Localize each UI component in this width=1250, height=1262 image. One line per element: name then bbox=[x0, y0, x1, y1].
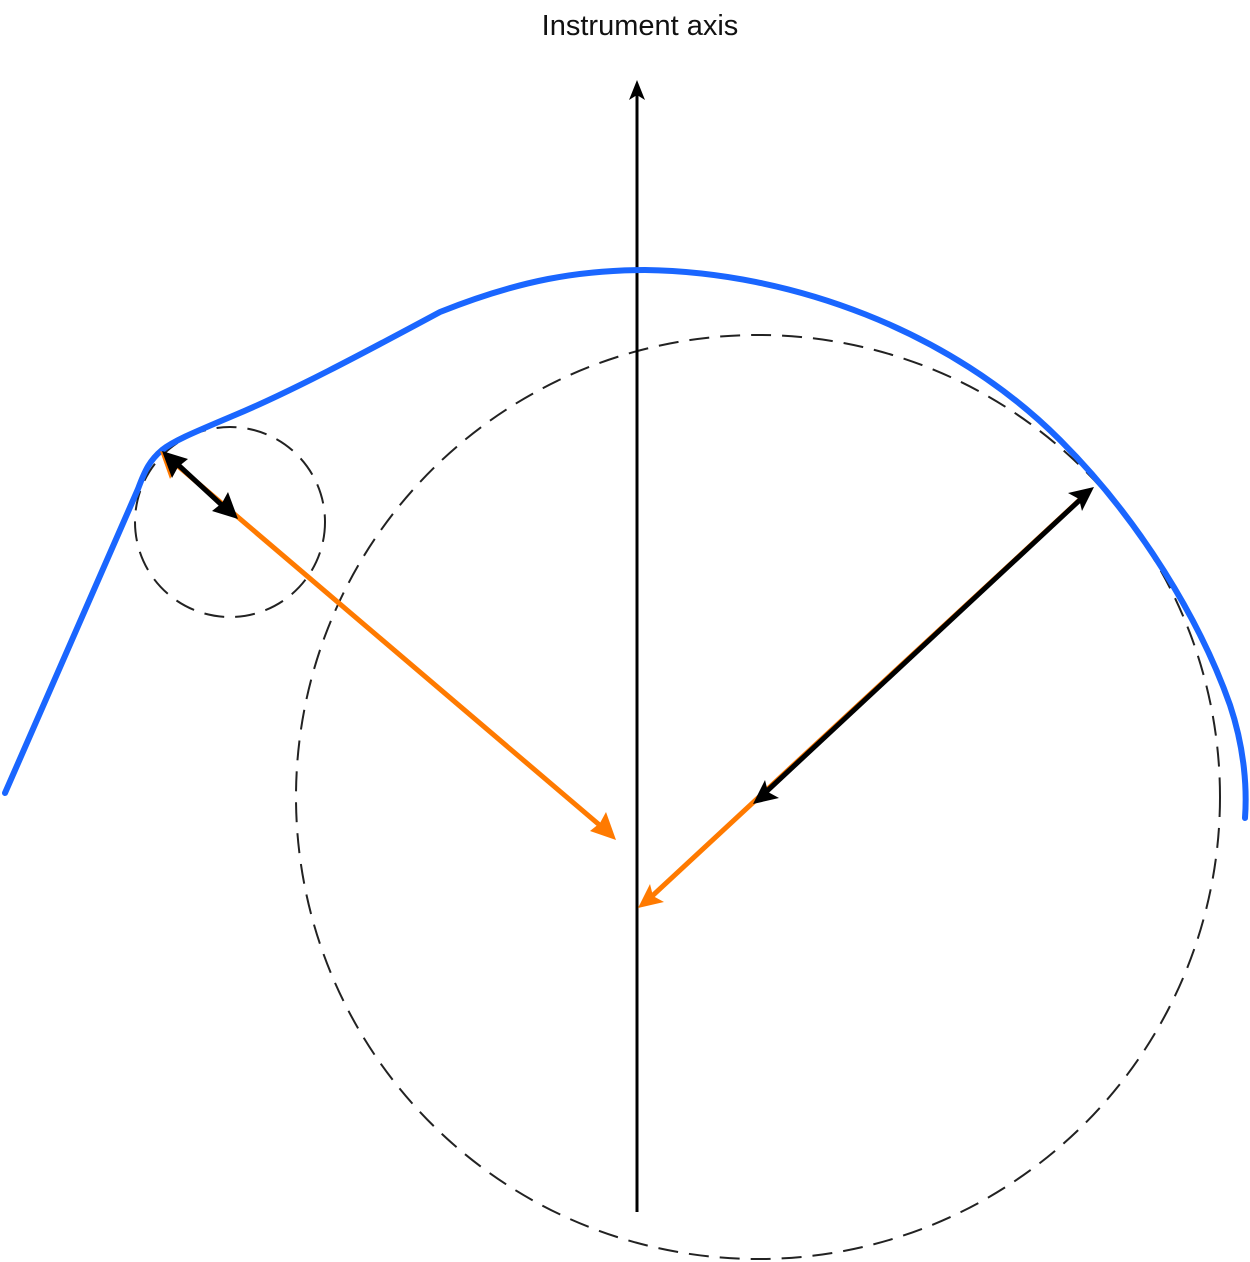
instrument-axis-arrowhead bbox=[629, 80, 645, 100]
surface-profile-curve bbox=[2, 267, 1249, 821]
left-radius-vector bbox=[172, 459, 228, 511]
right-radius-vector bbox=[764, 496, 1084, 794]
small-osculating-circle bbox=[134, 426, 326, 618]
right-radius-arrowhead-end bbox=[753, 780, 779, 804]
left-normal-arrowhead bbox=[590, 812, 616, 840]
left-normal-vector bbox=[163, 453, 605, 830]
left-radius-arrowhead-end bbox=[212, 492, 238, 519]
large-osculating-circle bbox=[295, 334, 1221, 1260]
left-radius-arrowhead-start bbox=[162, 451, 188, 478]
right-radius-arrowhead-start bbox=[1068, 487, 1094, 511]
right-normal-arrowhead bbox=[638, 884, 664, 908]
axis-label: Instrument axis bbox=[542, 10, 739, 42]
